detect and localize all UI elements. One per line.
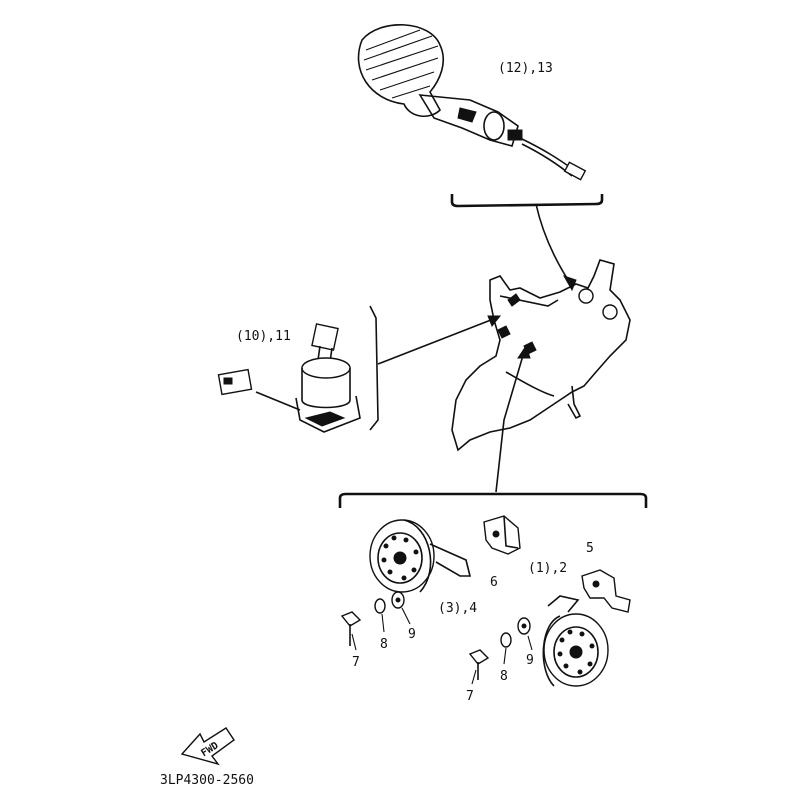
callout-bracket-5: 5 (586, 541, 594, 556)
relay-terminal (507, 129, 523, 141)
callout-bolt-left: 7 (352, 655, 360, 670)
catalog-code: 3LP4300-2560 (160, 773, 254, 788)
washer-plain-right-leader (503, 647, 507, 665)
callout-bracket-6: 6 (490, 575, 498, 590)
washer-spring-right-leader (527, 635, 533, 651)
horn-left-vents (381, 535, 419, 581)
switch-connector (217, 368, 253, 396)
leader-arrowhead-top (562, 275, 577, 292)
horn-right-vents (557, 629, 595, 675)
bracket-5-hole (592, 580, 600, 588)
bracket-6-flange (503, 515, 519, 549)
callout-bolt-right: 7 (466, 689, 474, 704)
washer-plain-left (374, 598, 386, 614)
callout-main-switch: (10),11 (236, 329, 291, 344)
frame-mount-b (578, 288, 594, 304)
frame-horn-mount-a (497, 325, 511, 339)
callout-washer-spring-right: 9 (526, 653, 534, 668)
bolt-left-leader (351, 633, 357, 651)
bracket-5: 5 (581, 541, 631, 613)
washer-plain-left-leader (381, 613, 385, 633)
horn-left-center (393, 551, 407, 565)
frame-mount-a (507, 293, 521, 307)
callout-washer-spring-left: 9 (408, 627, 416, 642)
switch-connector-pin (223, 377, 233, 385)
horn-right-center (569, 645, 583, 659)
bolt-right-leader (471, 669, 477, 685)
leader-top-to-frame (535, 203, 573, 287)
leader-horns-to-frame (495, 351, 525, 493)
bracket-6-body (483, 515, 521, 555)
bracket-6: 6 (483, 515, 521, 590)
horn-right-back (542, 615, 561, 687)
horn-left-stay (429, 543, 472, 577)
bolt-right-head (468, 649, 490, 665)
horn-right-stay (547, 595, 580, 613)
main-switch-assembly: (10),11 (217, 305, 502, 433)
motorcycle-frame (451, 259, 631, 452)
relay-cap (483, 111, 505, 141)
switch-key-head (311, 323, 339, 351)
bolt-left-head (340, 611, 362, 627)
flasher-relay-assembly: (12),13 (357, 23, 587, 181)
horn-group-bracket (338, 492, 648, 508)
fwd-arrow-shape (180, 727, 235, 766)
top-group-bracket (450, 194, 604, 208)
callout-washer-plain-right: 8 (500, 669, 508, 684)
leader-arrowhead-switch (487, 315, 502, 327)
relay-clip (457, 107, 477, 123)
relay-cable (519, 137, 575, 171)
horn-left-back (403, 519, 432, 593)
callout-horn-right: (1),2 (528, 561, 567, 576)
leader-arrowhead-horns (517, 344, 531, 359)
bracket-5-body (581, 569, 631, 613)
relay-body (418, 94, 519, 147)
leader-switch-to-frame (377, 317, 497, 365)
washer-plain-right (500, 632, 512, 648)
relay-rubber-boot (357, 23, 445, 117)
bracket-6-hole (492, 530, 500, 538)
horn-left-ring (377, 532, 423, 584)
switch-cylinder-body (301, 368, 351, 409)
boot-hatching (363, 29, 439, 99)
switch-base (295, 395, 361, 433)
switch-cylinder-top (301, 357, 351, 379)
washer-spring-left-leader (401, 607, 411, 625)
horn-left: (3),4 (369, 519, 477, 616)
fasteners-right: 7 8 9 (466, 617, 534, 704)
fasteners-left: 7 8 9 (340, 591, 416, 670)
frame-inner (505, 371, 555, 397)
washer-spring-right-hole (521, 623, 527, 629)
frame-stand (567, 385, 582, 420)
callout-flasher-relay: (12),13 (498, 61, 553, 76)
switch-lead-wire (255, 391, 301, 411)
fwd-arrow: FWD (180, 727, 235, 766)
callout-washer-plain-left: 8 (380, 637, 388, 652)
relay-connector (563, 161, 587, 181)
switch-base-shade (304, 411, 346, 427)
frame-body-outline (451, 259, 631, 452)
main-switch-bracket (369, 305, 379, 431)
callout-horn-left: (3),4 (438, 601, 477, 616)
washer-spring-left-hole (395, 597, 401, 603)
frame-mount-c (602, 304, 618, 320)
horn-right: (1),2 (528, 561, 609, 687)
horn-right-ring (553, 626, 599, 678)
